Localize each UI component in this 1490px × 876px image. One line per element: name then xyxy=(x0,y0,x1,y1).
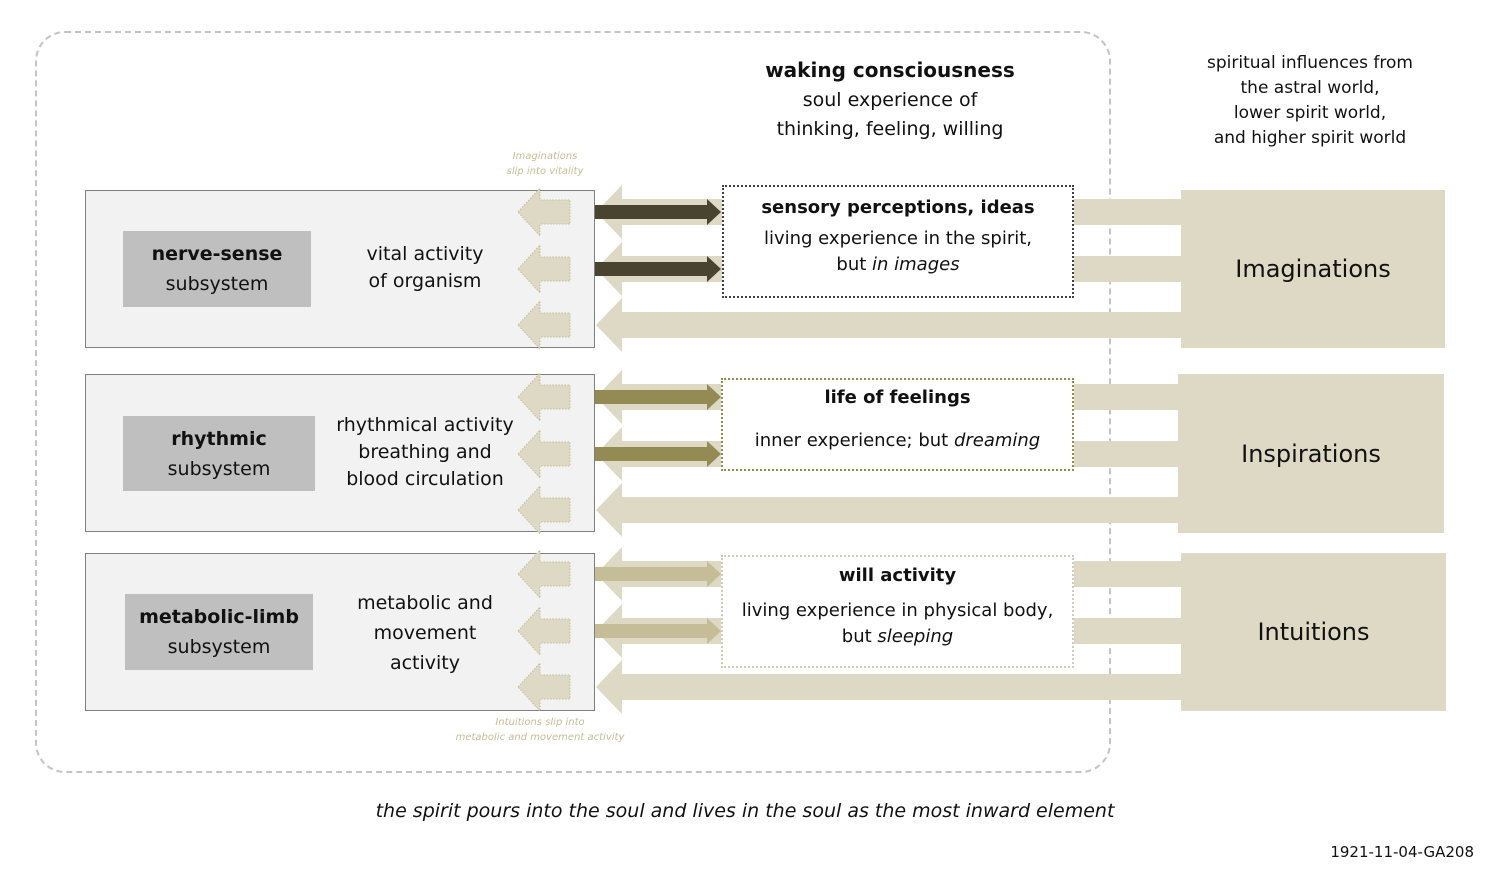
experience-title: life of feelings xyxy=(824,387,971,408)
activity-metabolic: metabolic and movement activity xyxy=(330,588,520,678)
note-imaginations: Imaginations slip into vitality xyxy=(480,149,610,179)
activity-line: activity xyxy=(389,652,461,674)
vitality-arrow xyxy=(517,186,571,238)
influence-block-intuitions: Intuitions xyxy=(1181,553,1446,711)
subsystem-label: subsystem xyxy=(165,273,269,295)
vitality-arrow xyxy=(517,548,571,600)
experience-arrow xyxy=(595,256,721,282)
reference-code: 1921-11-04-GA208 xyxy=(1330,843,1474,861)
vitality-arrow xyxy=(517,605,571,657)
spiritual-line-4: and higher spirit world xyxy=(1213,128,1407,148)
influence-block-inspirations: Inspirations xyxy=(1178,374,1444,533)
note-line: metabolic and movement activity xyxy=(455,732,625,743)
subsystem-name: nerve-sense xyxy=(151,243,283,265)
influence-arrow xyxy=(596,660,1182,714)
influence-arrow xyxy=(596,483,1179,537)
spiritual-line-1: spiritual influences from xyxy=(1207,53,1413,73)
activity-line: breathing and xyxy=(358,441,492,463)
waking-consciousness-header: waking consciousness soul experience of … xyxy=(740,56,1040,144)
activity-line: blood circulation xyxy=(346,468,504,490)
experience-box-thinking: sensory perceptions, ideas living experi… xyxy=(722,185,1074,298)
subsystem-name: metabolic-limb xyxy=(139,606,299,628)
experience-title: sensory perceptions, ideas xyxy=(761,197,1035,218)
activity-line: movement xyxy=(373,622,477,644)
experience-desc-italic: dreaming xyxy=(953,430,1041,451)
subsystem-rhythmic: rhythmic subsystem xyxy=(123,416,315,491)
experience-title: will activity xyxy=(838,565,957,586)
experience-arrow xyxy=(595,618,721,644)
note-line: Intuitions slip into xyxy=(495,717,585,728)
influence-label: Inspirations xyxy=(1241,439,1381,468)
activity-line: metabolic and xyxy=(357,592,493,614)
experience-arrow xyxy=(595,199,721,225)
experience-desc-prefix: but xyxy=(836,254,873,275)
header-subtitle-1: soul experience of xyxy=(802,89,978,111)
activity-line: of organism xyxy=(368,270,482,292)
experience-desc: living experience in the spirit, xyxy=(763,228,1033,249)
vitality-arrow xyxy=(517,484,571,536)
subsystem-name: rhythmic xyxy=(171,427,267,450)
experience-desc-prefix: inner experience; but xyxy=(754,430,954,451)
caption: the spirit pours into the soul and lives… xyxy=(375,800,1115,822)
spiritual-line-3: lower spirit world, xyxy=(1233,103,1387,123)
experience-box-feeling: life of feelings inner experience; but d… xyxy=(721,378,1074,471)
activity-rhythmic: rhythmical activity breathing and blood … xyxy=(325,412,525,493)
subsystem-label: subsystem xyxy=(167,636,271,658)
subsystem-label: subsystem xyxy=(167,457,271,480)
activity-line: rhythmical activity xyxy=(336,414,514,436)
experience-desc-italic: in images xyxy=(872,254,960,275)
spiritual-influences-heading: spiritual influences from the astral wor… xyxy=(1160,51,1460,151)
note-line: Imaginations xyxy=(512,151,578,162)
influence-label: Imaginations xyxy=(1235,255,1391,283)
experience-box-willing: will activity living experience in physi… xyxy=(721,555,1074,668)
experience-arrow xyxy=(595,384,721,410)
experience-desc-prefix: but xyxy=(841,626,878,647)
vitality-arrow xyxy=(517,661,571,713)
experience-desc: living experience in physical body, xyxy=(741,600,1054,621)
header-subtitle-2: thinking, feeling, willing xyxy=(776,118,1004,140)
note-line: slip into vitality xyxy=(506,166,584,177)
vitality-arrow xyxy=(517,299,571,351)
metabolic-limb-box xyxy=(85,553,595,711)
vitality-arrow xyxy=(517,428,571,480)
subsystem-metabolic-limb: metabolic-limb subsystem xyxy=(125,594,313,670)
activity-line: vital activity xyxy=(366,243,484,265)
vitality-arrow xyxy=(517,243,571,295)
experience-arrow xyxy=(595,561,721,587)
experience-arrow xyxy=(595,441,721,467)
experience-desc-italic: sleeping xyxy=(877,626,954,647)
influence-arrow xyxy=(596,298,1182,352)
note-intuitions: Intuitions slip into metabolic and movem… xyxy=(440,715,640,745)
influence-block-imaginations: Imaginations xyxy=(1181,190,1445,348)
activity-nerve-sense: vital activity of organism xyxy=(330,241,520,295)
subsystem-nerve-sense: nerve-sense subsystem xyxy=(123,231,311,307)
header-title: waking consciousness xyxy=(765,58,1015,82)
influence-label: Intuitions xyxy=(1257,618,1370,646)
vitality-arrow xyxy=(517,371,571,423)
spiritual-line-2: the astral world, xyxy=(1240,78,1380,98)
